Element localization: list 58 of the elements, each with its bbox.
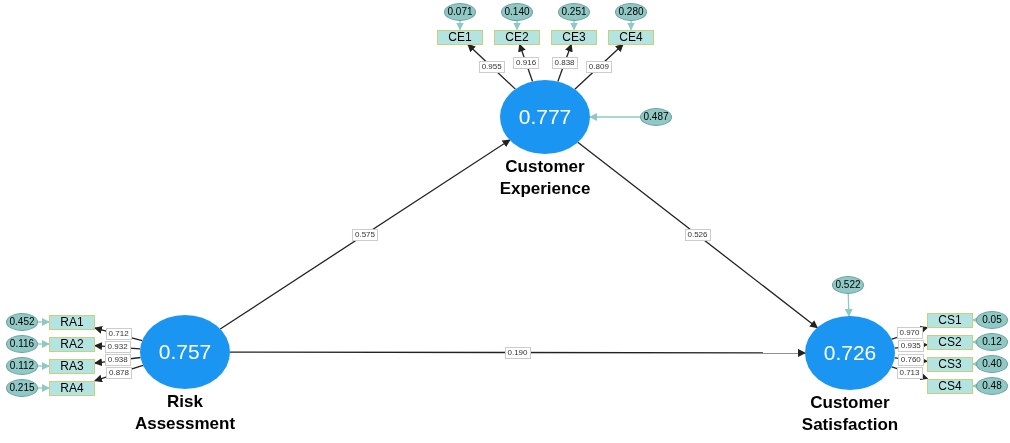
- arrow: [37, 318, 50, 326]
- error-term-ellipse: 0.48: [976, 377, 1008, 395]
- error-term-ellipse: 0.05: [976, 311, 1008, 329]
- arrow: [627, 20, 635, 31]
- arrow: [456, 20, 464, 31]
- indicator-box: CS4: [927, 378, 973, 394]
- error-term-ellipse: 0.071: [444, 3, 476, 21]
- construct-name: Customer Experience: [498, 156, 592, 200]
- arrow: [844, 293, 853, 317]
- latent-variable-ellipse: 0.726: [805, 316, 895, 390]
- edge-label: 0.712: [105, 328, 132, 341]
- latent-variable-ellipse: 0.757: [140, 315, 230, 389]
- edge-label: 0.878: [106, 367, 133, 379]
- edge-label: 0.916: [513, 56, 540, 69]
- error-term-ellipse: 0.452: [6, 313, 38, 331]
- arrow: [219, 139, 511, 330]
- arrow: [577, 141, 818, 329]
- latent-variable-ellipse: 0.777: [500, 80, 590, 154]
- edge-label: 0.932: [104, 341, 131, 354]
- edge-label: 0.575: [352, 228, 378, 241]
- indicator-box: CS3: [927, 356, 973, 372]
- error-term-ellipse: 0.487: [640, 108, 672, 126]
- error-term-ellipse: 0.116: [6, 335, 38, 353]
- indicator-box: CS2: [927, 334, 973, 350]
- error-term-ellipse: 0.40: [976, 355, 1008, 373]
- error-term-ellipse: 0.12: [976, 333, 1008, 351]
- construct-name: Customer Satisfaction: [800, 392, 900, 436]
- indicator-box: CS1: [927, 312, 973, 328]
- arrow: [513, 20, 521, 31]
- edge-label: 0.190: [504, 346, 531, 359]
- error-term-ellipse: 0.112: [6, 357, 38, 375]
- edge-label: 0.938: [104, 354, 131, 367]
- error-term-ellipse: 0.215: [6, 379, 38, 397]
- arrow: [37, 362, 50, 370]
- indicator-box: CE1: [437, 29, 483, 45]
- arrow: [570, 20, 578, 31]
- arrow: [37, 384, 50, 392]
- indicator-box: CE3: [551, 29, 597, 45]
- error-term-ellipse: 0.140: [501, 3, 533, 21]
- indicator-box: CE2: [494, 29, 540, 45]
- edge-label: 0.809: [585, 60, 612, 73]
- edge-label: 0.713: [896, 366, 923, 379]
- indicator-box: RA3: [49, 358, 95, 374]
- arrow: [37, 340, 50, 348]
- error-term-ellipse: 0.251: [558, 3, 590, 21]
- indicator-box: RA1: [49, 314, 95, 330]
- construct-name: Risk Assessment: [133, 391, 237, 435]
- arrow: [589, 113, 641, 121]
- error-term-ellipse: 0.280: [615, 3, 647, 21]
- edge-label: 0.838: [551, 57, 578, 69]
- edge-label: 0.955: [478, 60, 505, 73]
- indicator-box: CE4: [608, 29, 654, 45]
- indicator-box: RA4: [49, 380, 95, 396]
- indicator-box: RA2: [49, 336, 95, 352]
- error-term-ellipse: 0.522: [832, 276, 864, 294]
- arrow: [229, 348, 806, 357]
- edge-label: 0.526: [684, 229, 711, 241]
- edge-label: 0.970: [896, 327, 923, 340]
